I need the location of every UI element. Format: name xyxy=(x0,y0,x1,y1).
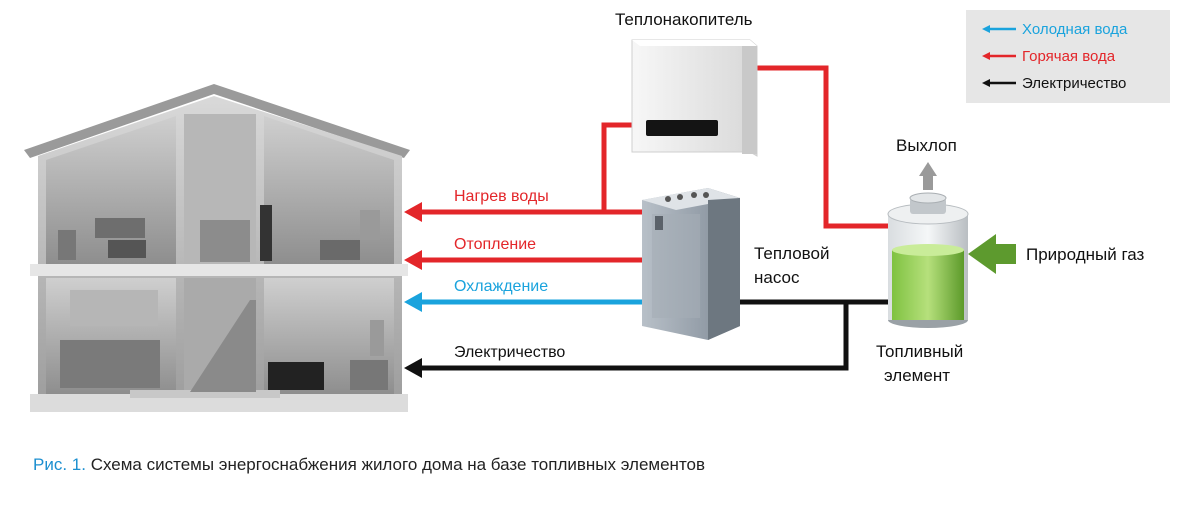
gas-arrow-shaft xyxy=(994,244,1016,264)
legend-cold-water-label: Холодная вода xyxy=(1022,20,1128,38)
heat-pump-label-line1: Тепловой xyxy=(754,244,830,263)
floor-slab xyxy=(30,264,408,276)
exhaust-label: Выхлоп xyxy=(896,136,957,155)
house-base xyxy=(30,394,408,412)
legend: Холодная вода Горячая вода Электричество xyxy=(966,10,1170,103)
legend-item-hot-water: Горячая вода xyxy=(982,46,1115,66)
fuel-cell-unit xyxy=(887,192,969,328)
fuel-cell-label-line1: Топливный xyxy=(876,342,964,361)
figure-caption: Рис. 1. Схема системы энергоснабжения жи… xyxy=(33,455,705,475)
storage-vent xyxy=(646,120,718,136)
legend-hot-water-label: Горячая вода xyxy=(1022,47,1116,65)
legend-electric-arrow-icon xyxy=(982,79,1016,87)
house-electric-arrowhead xyxy=(404,358,422,378)
heat-pump-unit xyxy=(642,188,740,340)
legend-item-cold-water: Холодная вода xyxy=(982,19,1127,39)
storage-return-pipe xyxy=(757,65,888,229)
figure-caption-text: Схема системы энергоснабжения жилого дом… xyxy=(90,455,706,474)
legend-hot-arrow-icon xyxy=(982,52,1016,60)
water-heating-label: Нагрев воды xyxy=(454,188,549,205)
heat-storage-label: Теплонакопитель xyxy=(615,10,753,29)
space-heating-label: Отопление xyxy=(454,236,537,253)
heat-pump-label-line2: насос xyxy=(754,268,800,287)
water-heating-arrowhead xyxy=(404,202,422,222)
exhaust-arrow-shaft xyxy=(923,174,933,190)
legend-electricity-label: Электричество xyxy=(1022,74,1127,92)
fuel-cell-label-line2: элемент xyxy=(884,366,950,385)
legend-cold-arrow-icon xyxy=(982,25,1016,33)
heat-storage-unit xyxy=(631,39,758,157)
storage-supply-pipe xyxy=(601,122,632,212)
cooling-arrowhead xyxy=(404,292,422,312)
electricity-flow-label: Электричество xyxy=(454,344,566,361)
house-electric-line xyxy=(420,302,849,371)
legend-item-electricity: Электричество xyxy=(982,73,1126,93)
gas-arrow-head xyxy=(968,234,996,274)
exhaust-arrow-head xyxy=(919,162,937,176)
house-illustration xyxy=(24,84,410,412)
space-heating-arrowhead xyxy=(404,250,422,270)
cooling-label: Охлаждение xyxy=(454,278,549,295)
natural-gas-label: Природный газ xyxy=(1026,245,1145,264)
figure-number: Рис. 1. xyxy=(33,455,86,474)
